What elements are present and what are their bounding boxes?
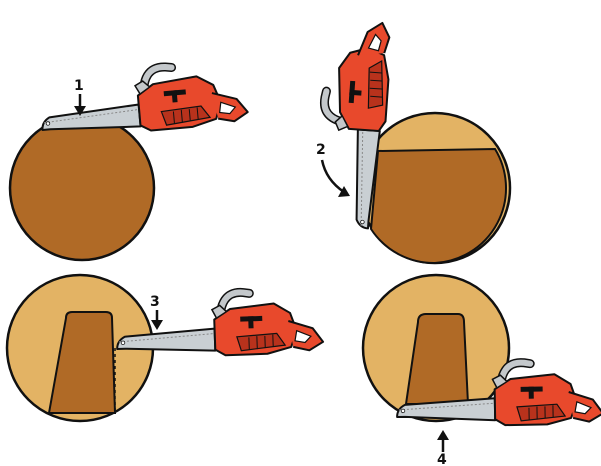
panel-step-2: 2 [316, 19, 510, 263]
step-label-4: 4 [437, 452, 447, 466]
cut-region [371, 149, 506, 263]
step-label-3: 3 [150, 294, 160, 310]
arrow-up-icon [437, 430, 449, 452]
panel-step-3: 3 [7, 275, 323, 421]
chainsaw-icon [38, 60, 249, 140]
step-label-1: 1 [74, 78, 84, 94]
panel-step-1: 1 [10, 60, 249, 260]
arrow-down-icon [151, 310, 163, 330]
panel-step-4: 4 [363, 275, 601, 466]
log-cross-section [10, 116, 154, 260]
curved-arrow-icon [322, 160, 350, 197]
step-label-2: 2 [316, 142, 326, 158]
